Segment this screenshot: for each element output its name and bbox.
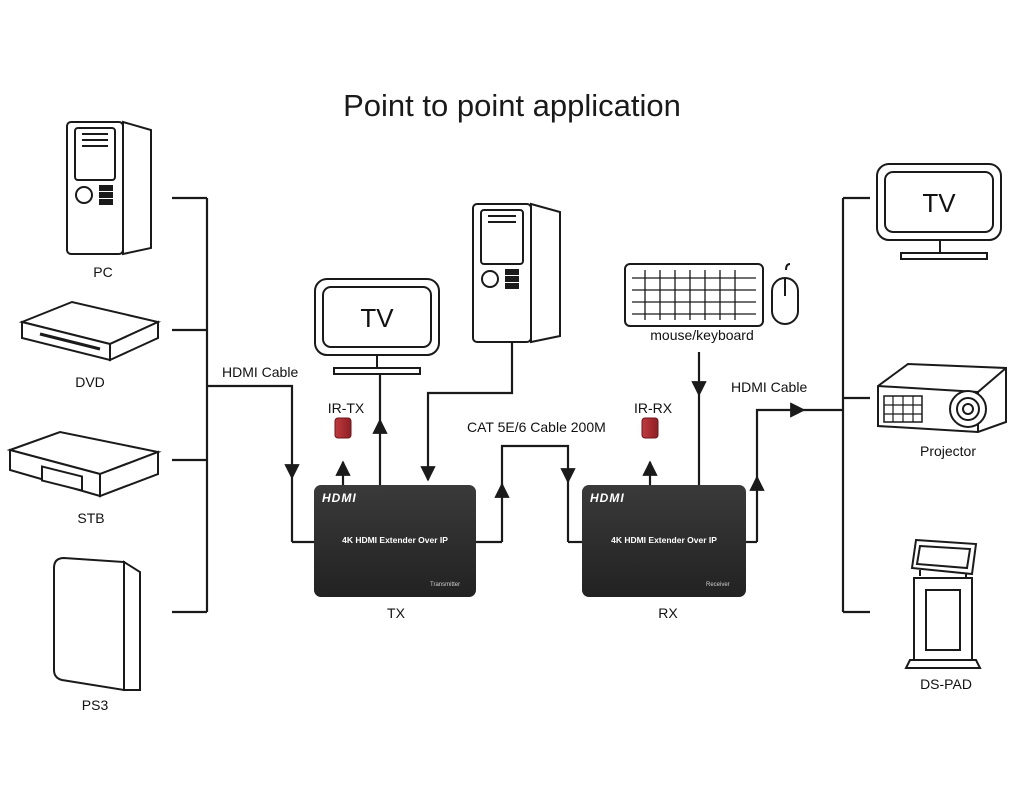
rx-model: 4K HDMI Extender Over IP (611, 535, 717, 545)
ds-pad-label: DS-PAD (920, 676, 972, 692)
rx-role: Receiver (706, 582, 730, 588)
ir-tx-label: IR-TX (327, 400, 365, 416)
mouse-keyboard-label: mouse/keyboard (650, 327, 754, 343)
projector-icon (877, 362, 1007, 434)
local-tv-screen-text: TV (360, 303, 394, 333)
stb-icon (6, 430, 162, 498)
dvd-icon (18, 300, 162, 362)
ds-pad-icon (904, 538, 982, 669)
keyboard-icon (624, 263, 764, 327)
local-tv-icon (314, 278, 440, 375)
remote-tv-icon (876, 163, 1002, 260)
tx-role: Transmitter (430, 582, 461, 588)
tx-label: TX (387, 605, 405, 621)
rx-brand: HDMI (590, 491, 625, 505)
source-bus (172, 196, 316, 614)
hdmi-cable-out-label: HDMI Cable (731, 379, 808, 395)
display-bus (841, 196, 870, 614)
pc-label: PC (93, 264, 113, 280)
rx-connections (642, 352, 843, 544)
tx-model: 4K HDMI Extender Over IP (342, 535, 448, 545)
projector-label: Projector (919, 443, 977, 459)
ps3-icon (53, 556, 141, 692)
hdmi-cable-in-label: HDMI Cable (222, 364, 299, 380)
tx-connections (335, 342, 514, 485)
tx-brand: HDMI (322, 491, 357, 505)
stb-label: STB (77, 510, 105, 526)
ir-rx-sensor (641, 417, 659, 439)
rx-unit (582, 485, 746, 597)
ir-rx-label: IR-RX (633, 400, 673, 416)
ps3-label: PS3 (81, 697, 109, 713)
tx-unit (314, 485, 476, 597)
remote-tv-screen-text: TV (922, 188, 956, 218)
remote-pc-icon (472, 202, 561, 344)
dvd-label: DVD (75, 374, 105, 390)
page-title: Point to point application (343, 88, 681, 123)
cat-cable-link (476, 444, 583, 544)
rx-label: RX (658, 605, 678, 621)
pc-icon (66, 120, 152, 256)
cat-cable-label: CAT 5E/6 Cable 200M (467, 419, 606, 435)
mouse-icon (771, 263, 799, 325)
ir-tx-sensor (334, 417, 352, 439)
